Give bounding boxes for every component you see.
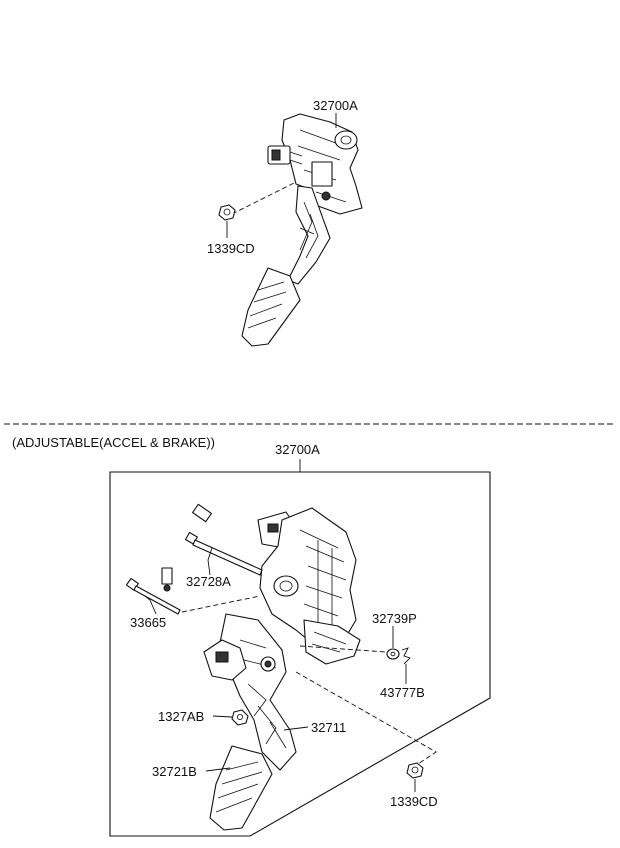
bottom-assembly-label: 32700A — [275, 442, 320, 457]
bottom-nut-label: 1339CD — [390, 794, 438, 809]
bottom-pedal-assembly — [125, 484, 437, 831]
clip-icon — [401, 647, 411, 665]
top-assembly-label: 32700A — [313, 98, 358, 113]
pedal-arm-label: 32711 — [311, 720, 346, 735]
long-bolt-icon — [184, 531, 263, 576]
top-nut-label: 1339CD — [207, 241, 255, 256]
section-note: (ADJUSTABLE(ACCEL & BRAKE)) — [12, 435, 215, 450]
pedal-pad-label: 32721B — [152, 764, 197, 779]
assembly-frame — [109, 471, 491, 837]
washer-icon — [386, 648, 400, 660]
short-bolt-label: 33665 — [130, 615, 166, 630]
short-bolt-icon — [125, 577, 181, 615]
small-nut-icon — [231, 709, 249, 726]
bottom-nut-icon — [406, 762, 424, 779]
top-nut-icon — [218, 204, 236, 221]
small-nut-label: 1327AB — [158, 709, 204, 724]
clip-label: 43777B — [380, 685, 425, 700]
washer-label: 32739P — [372, 611, 417, 626]
long-bolt-label: 32728A — [186, 574, 231, 589]
top-pedal-assembly — [218, 113, 363, 347]
